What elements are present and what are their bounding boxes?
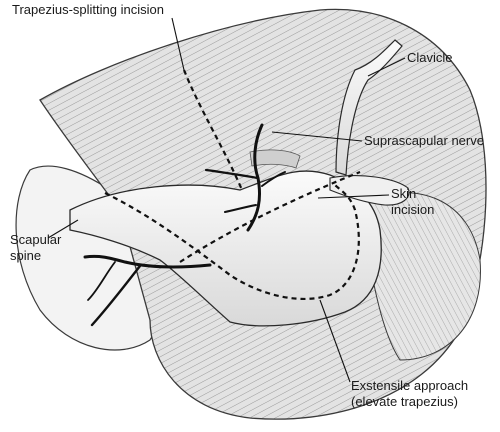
scapula-body	[15, 165, 176, 351]
label-skin-incision: Skin incision	[391, 186, 434, 218]
label-extensile-line1: Exstensile approach	[351, 378, 469, 393]
clavicle-bone	[335, 39, 403, 176]
nerve-branch	[261, 171, 286, 187]
label-clavicle: Clavicle	[407, 50, 453, 65]
label-extensile-approach: Exstensile approach (elevate trapezius)	[351, 378, 468, 410]
leader-clavicle	[367, 57, 406, 77]
label-extensile-line2: (elevate trapezius)	[351, 394, 458, 409]
label-scapular-line1: Scapular	[10, 232, 62, 247]
leader-suprascapular	[271, 131, 363, 142]
label-trapezius-splitting-incision: Trapezius-splitting incision	[12, 2, 164, 17]
skin-incision-line	[179, 170, 361, 263]
label-suprascapular-nerve: Suprascapular nerve	[364, 133, 484, 148]
deltoid-muscle	[359, 192, 481, 361]
trapezius-splitting-incision-line	[182, 69, 244, 191]
nerve-branch	[87, 261, 116, 301]
extensile-approach-line	[104, 184, 360, 301]
transverse-ligament	[249, 149, 301, 169]
label-scapular-line2: spine	[10, 248, 42, 263]
nerve-branch	[90, 264, 142, 327]
nerve-branch	[224, 204, 257, 213]
leader-skin	[317, 194, 390, 199]
nerve-branch	[204, 168, 260, 180]
leader-extensile	[319, 299, 351, 383]
label-skin-line1: Skin	[391, 186, 417, 201]
acromion	[329, 175, 410, 206]
leader-trapezius	[171, 17, 185, 71]
label-scapular-spine: Scapular spine	[10, 232, 61, 264]
label-skin-line2: incision	[391, 202, 435, 217]
spinal-nerve	[83, 254, 212, 269]
leader-scapular-spine	[47, 219, 79, 239]
